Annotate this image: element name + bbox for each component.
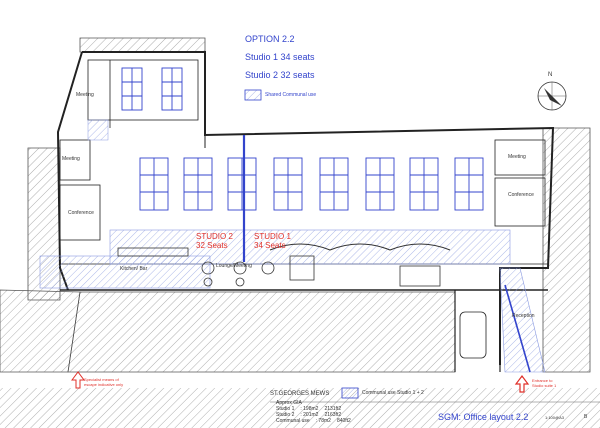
- legend-shared-label: Shared Communal use: [265, 92, 317, 98]
- street-label: ST.GEORGES MEWS: [270, 391, 330, 397]
- gia-value: : 201m2: [300, 412, 319, 418]
- gia-row: Studio 1 : 198m2 2131ft2: [276, 406, 351, 412]
- drawing-scale: 1:100@A3: [545, 415, 564, 420]
- studio1-name: STUDIO 1: [254, 232, 291, 241]
- entrance-arrow-right-icon: [514, 375, 530, 393]
- desk-clusters-upper: [121, 67, 183, 111]
- legend-shared-swatch: [244, 89, 262, 101]
- gia-label: Communal use: [276, 418, 310, 424]
- room-meeting-right: Meeting: [508, 154, 526, 160]
- studio1-seats-note: Studio 1 34 seats: [245, 52, 315, 62]
- studio2-seats: 32 Seats: [196, 241, 228, 250]
- legend-communal-swatch: [341, 387, 359, 399]
- gia-value: : 198m2: [300, 406, 319, 412]
- gia-sqft: 2163ft2: [324, 412, 342, 418]
- kitchen-lounge-furniture: [117, 243, 451, 287]
- gia-sqft: 840ft2: [336, 418, 351, 424]
- drawing-revision: B: [584, 414, 588, 420]
- room-meeting-top: Meeting: [76, 92, 94, 98]
- studio2-seats-note: Studio 2 32 seats: [245, 70, 315, 80]
- north-arrow-icon: [537, 81, 567, 111]
- gia-label: Studio 2: [276, 412, 295, 418]
- drawing-title: SGM: Office layout 2.2: [438, 412, 529, 422]
- entrance-arrow-left-icon: [71, 371, 85, 389]
- studio1-seats: 34 Seats: [254, 241, 286, 250]
- room-conference-right: Conference: [508, 192, 534, 198]
- legend-communal-label: Communal use Studio 1 + 2: [362, 390, 424, 396]
- north-label: N: [548, 72, 553, 78]
- reception-edge: [504, 284, 531, 373]
- escape-note: Specialist means of escape indicative on…: [84, 377, 124, 387]
- entrance-note: Entrance to Studio suite 1: [532, 378, 557, 388]
- room-reception: Reception: [512, 313, 535, 319]
- room-kitchen-bar: Kitchen/ Bar: [120, 266, 148, 272]
- room-meeting-left: Meeting: [62, 156, 80, 162]
- gia-value: : 78m2: [315, 418, 331, 424]
- studio2-name: STUDIO 2: [196, 232, 233, 241]
- gia-label: Studio 1: [276, 406, 295, 412]
- option-title: OPTION 2.2: [245, 34, 295, 44]
- gia-sqft: 2131ft2: [324, 406, 342, 412]
- room-conference-left: Conference: [68, 210, 94, 216]
- gia-heading: Approx GIA: [276, 400, 302, 406]
- gia-row: Studio 2 : 201m2 2163ft2: [276, 412, 351, 418]
- room-lounge-meeting: Lounge/Meeting: [216, 263, 252, 269]
- desk-clusters-main: [139, 157, 484, 211]
- gia-row: Communal use : 78m2 840ft2: [276, 418, 351, 424]
